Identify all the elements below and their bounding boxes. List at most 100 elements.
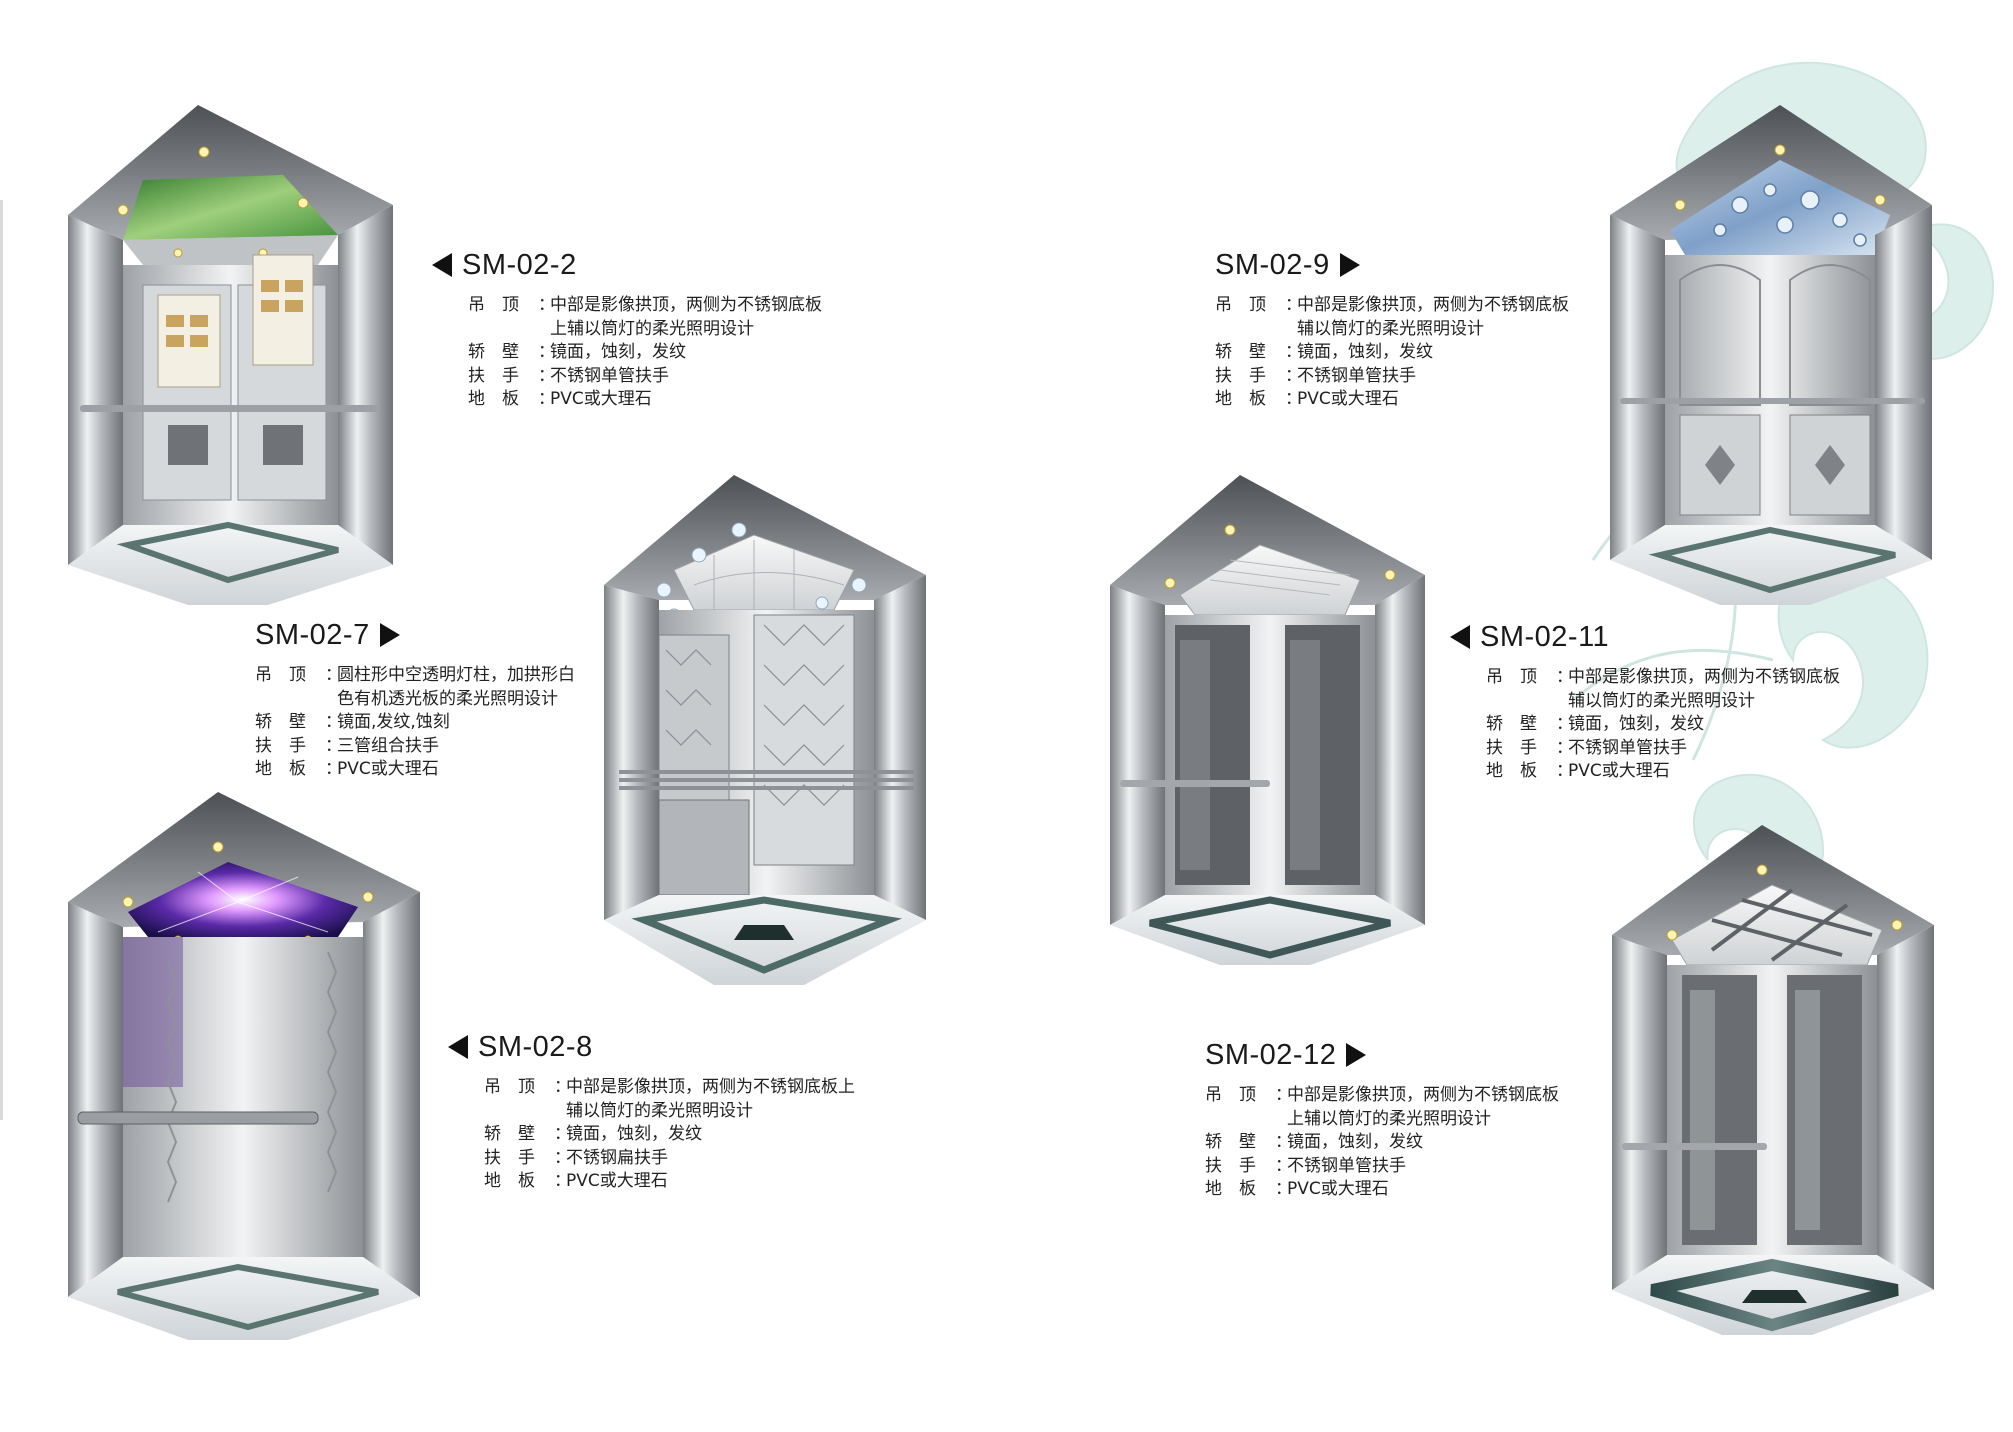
ceiling-value: 中部是影像拱顶，两侧为不锈钢底板: [1297, 295, 1569, 315]
colon: ：: [1556, 761, 1573, 781]
ceiling-value-continued: 辅以筒灯的柔光照明设计: [566, 1100, 753, 1121]
wall-label: 轿 壁: [1486, 714, 1537, 734]
ceiling-value: 中部是影像拱顶，两侧为不锈钢底板: [1287, 1085, 1559, 1105]
model-title: SM-02-2: [432, 248, 822, 282]
elevator-cabin-sm-02-11-image: [1110, 475, 1425, 965]
floor-value: PVC或大理石: [1568, 761, 1670, 781]
handrail-label: 扶 手: [255, 735, 306, 756]
handrail-value: 不锈钢单管扶手: [1287, 1155, 1406, 1176]
colon: ：: [325, 759, 342, 779]
floor-label: 地 板: [255, 759, 306, 779]
handrail-value: 不锈钢单管扶手: [550, 365, 669, 386]
colon: ：: [1275, 1132, 1292, 1152]
elevator-cabin-sm-02-7-image: [604, 475, 926, 985]
floor-value: PVC或大理石: [337, 759, 439, 779]
wall-label: 轿 壁: [1215, 342, 1266, 362]
colon: ：: [325, 712, 342, 732]
ceiling-label: 吊 顶: [468, 295, 519, 315]
arrow-left-icon: [1450, 625, 1470, 649]
floor-value: PVC或大理石: [566, 1171, 668, 1191]
handrail-label: 扶 手: [484, 1147, 535, 1168]
model-number: SM-02-7: [255, 619, 370, 651]
floor-value: PVC或大理石: [1297, 389, 1399, 409]
colon: ：: [554, 1171, 571, 1191]
arrow-left-icon: [432, 253, 452, 277]
ceiling-label: 吊 顶: [1205, 1085, 1256, 1105]
spec-block-sm-02-11: SM-02-11 吊 顶：中部是影像拱顶，两侧为不锈钢底板 辅以筒灯的柔光照明设…: [1450, 620, 1840, 784]
model-title: SM-02-12: [1205, 1038, 1559, 1072]
model-number: SM-02-11: [1480, 621, 1610, 653]
elevator-cabin-sm-02-9-image: [1610, 105, 1932, 605]
elevator-cabin-sm-02-12-image: [1612, 825, 1934, 1335]
ceiling-value-continued: 辅以筒灯的柔光照明设计: [1568, 690, 1755, 711]
colon: ：: [325, 735, 342, 756]
model-title: SM-02-11: [1450, 620, 1840, 654]
colon: ：: [1285, 295, 1302, 315]
model-number: SM-02-8: [478, 1031, 593, 1063]
arrow-right-icon: [379, 623, 400, 647]
model-title: SM-02-9: [1215, 248, 1569, 282]
colon: ：: [1275, 1155, 1292, 1176]
floor-label: 地 板: [1215, 389, 1266, 409]
wall-value: 镜面，蚀刻，发纹: [550, 342, 686, 362]
spec-block-sm-02-8: SM-02-8 吊 顶：中部是影像拱顶，两侧为不锈钢底板上 辅以筒灯的柔光照明设…: [448, 1030, 855, 1194]
handrail-value: 三管组合扶手: [337, 735, 439, 756]
floor-value: PVC或大理石: [550, 389, 652, 409]
wall-label: 轿 壁: [484, 1124, 535, 1144]
wall-label: 轿 壁: [255, 712, 306, 732]
floor-value: PVC或大理石: [1287, 1179, 1389, 1199]
colon: ：: [1275, 1179, 1292, 1199]
elevator-cabin-sm-02-8-image: [68, 792, 420, 1340]
ceiling-label: 吊 顶: [1215, 295, 1266, 315]
handrail-label: 扶 手: [1486, 737, 1537, 758]
spec-block-sm-02-12: SM-02-12 吊 顶：中部是影像拱顶，两侧为不锈钢底板 上辅以筒灯的柔光照明…: [1205, 1038, 1559, 1202]
colon: ：: [538, 389, 555, 409]
ceiling-value: 圆柱形中空透明灯柱，加拱形白: [337, 665, 575, 685]
wall-label: 轿 壁: [468, 342, 519, 362]
colon: ：: [538, 342, 555, 362]
colon: ：: [554, 1124, 571, 1144]
model-number: SM-02-12: [1205, 1039, 1337, 1071]
handrail-label: 扶 手: [1205, 1155, 1256, 1176]
floor-label: 地 板: [1486, 761, 1537, 781]
wall-value: 镜面，蚀刻，发纹: [1297, 342, 1433, 362]
model-number: SM-02-9: [1215, 249, 1330, 281]
ceiling-label: 吊 顶: [1486, 667, 1537, 687]
colon: ：: [1556, 667, 1573, 687]
handrail-label: 扶 手: [1215, 365, 1266, 386]
colon: ：: [1285, 365, 1302, 386]
page-edge: [0, 200, 3, 1120]
colon: ：: [1556, 714, 1573, 734]
colon: ：: [1285, 342, 1302, 362]
handrail-value: 不锈钢单管扶手: [1297, 365, 1416, 386]
ceiling-value: 中部是影像拱顶，两侧为不锈钢底板: [550, 295, 822, 315]
colon: ：: [1556, 737, 1573, 758]
floor-label: 地 板: [468, 389, 519, 409]
colon: ：: [538, 295, 555, 315]
ceiling-label: 吊 顶: [484, 1077, 535, 1097]
ceiling-label: 吊 顶: [255, 665, 306, 685]
ceiling-value: 中部是影像拱顶，两侧为不锈钢底板: [1568, 667, 1840, 687]
model-number: SM-02-2: [462, 249, 577, 281]
ceiling-value: 中部是影像拱顶，两侧为不锈钢底板上: [566, 1077, 855, 1097]
wall-value: 镜面，蚀刻，发纹: [566, 1124, 702, 1144]
wall-value: 镜面,发纹,蚀刻: [337, 712, 450, 732]
arrow-left-icon: [448, 1035, 468, 1059]
spec-block-sm-02-9: SM-02-9 吊 顶：中部是影像拱顶，两侧为不锈钢底板 辅以筒灯的柔光照明设计…: [1215, 248, 1569, 412]
floor-label: 地 板: [1205, 1179, 1256, 1199]
spec-block-sm-02-2: SM-02-2 吊 顶：中部是影像拱顶，两侧为不锈钢底板 上辅以筒灯的柔光照明设…: [432, 248, 822, 412]
ceiling-value-continued: 上辅以筒灯的柔光照明设计: [550, 318, 754, 339]
handrail-value: 不锈钢单管扶手: [1568, 737, 1687, 758]
colon: ：: [554, 1147, 571, 1168]
colon: ：: [538, 365, 555, 386]
ceiling-value-continued: 色有机透光板的柔光照明设计: [337, 688, 558, 709]
colon: ：: [325, 665, 342, 685]
colon: ：: [1275, 1085, 1292, 1105]
spec-block-sm-02-7: SM-02-7 吊 顶：圆柱形中空透明灯柱，加拱形白 色有机透光板的柔光照明设计…: [255, 618, 575, 782]
handrail-value: 不锈钢扁扶手: [566, 1147, 668, 1168]
colon: ：: [554, 1077, 571, 1097]
model-title: SM-02-7: [255, 618, 575, 652]
ceiling-value-continued: 辅以筒灯的柔光照明设计: [1297, 318, 1484, 339]
wall-value: 镜面，蚀刻，发纹: [1568, 714, 1704, 734]
ceiling-value-continued: 上辅以筒灯的柔光照明设计: [1287, 1108, 1491, 1129]
